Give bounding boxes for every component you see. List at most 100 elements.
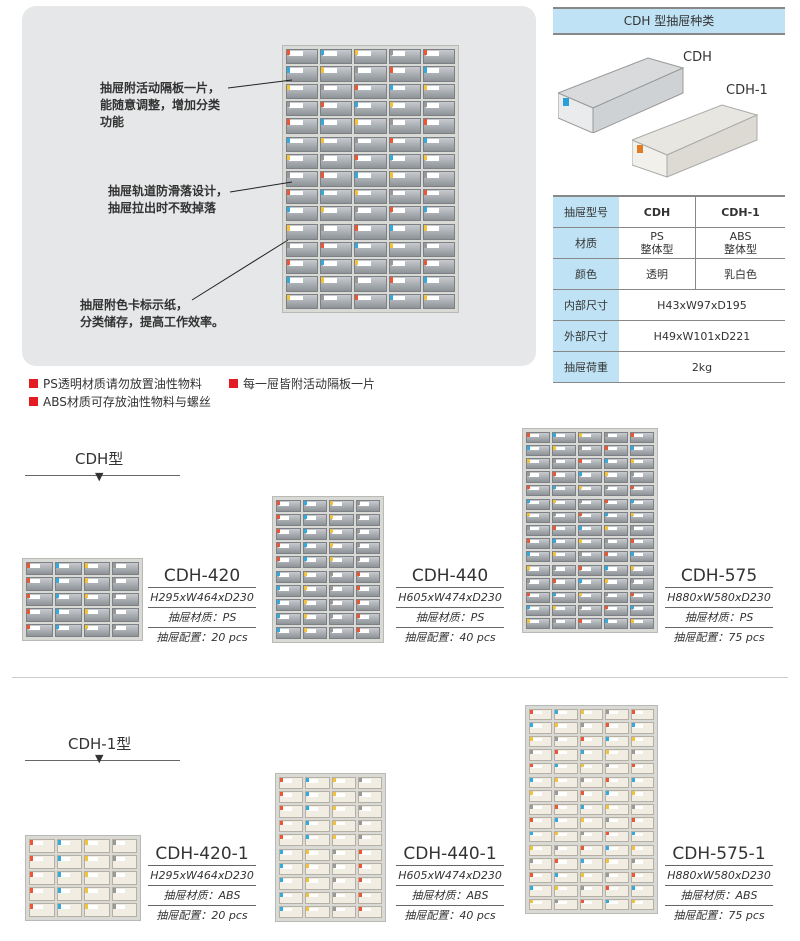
- drawer: [320, 100, 353, 117]
- drawer: [355, 613, 380, 625]
- spec-label: 外部尺寸: [553, 320, 619, 352]
- color-tag-icon: [530, 899, 533, 904]
- color-tag-icon: [631, 763, 635, 768]
- color-tag-icon: [553, 539, 556, 543]
- cabinet-section: [286, 136, 455, 222]
- drawer: [529, 722, 553, 734]
- series-underline: [25, 475, 180, 476]
- drawer: [630, 432, 654, 444]
- color-tag-icon: [287, 67, 290, 73]
- color-tag-icon: [631, 605, 634, 610]
- spec-value-cdh: CDH: [619, 196, 696, 228]
- product-label: CDH-420 H295xW464xD230 抽屉材质：PS 抽屉配置：20 p…: [148, 565, 256, 647]
- color-tag-icon: [321, 137, 325, 143]
- drawer: [354, 188, 387, 204]
- product-model: CDH-420-1: [148, 843, 256, 866]
- color-tag-icon: [332, 878, 336, 883]
- color-tag-icon: [606, 872, 610, 877]
- drawer: [286, 49, 319, 65]
- color-tag-icon: [303, 600, 307, 604]
- drawer: [630, 617, 654, 630]
- drawer: [630, 790, 654, 802]
- color-tag-icon: [530, 818, 533, 822]
- cabinet-image: [522, 428, 658, 633]
- drawer: [305, 905, 330, 918]
- color-tag-icon: [423, 260, 427, 266]
- color-tag-icon: [330, 600, 333, 604]
- drawer: [286, 100, 319, 117]
- drawer: [302, 514, 327, 526]
- cabinet-section: [286, 224, 455, 310]
- spec-label: 颜色: [553, 258, 619, 290]
- color-tag-icon: [280, 806, 283, 811]
- color-tag-icon: [605, 472, 608, 477]
- drawer: [529, 858, 553, 870]
- drawer: [305, 833, 330, 846]
- color-tag-icon: [84, 624, 88, 630]
- drawer: [355, 627, 380, 639]
- color-tag-icon: [356, 543, 360, 547]
- color-tag-icon: [555, 859, 559, 864]
- color-tag-icon: [330, 572, 333, 576]
- drawer: [552, 498, 576, 510]
- drawer: [529, 898, 553, 910]
- drawer: [54, 608, 82, 622]
- color-tag-icon: [287, 119, 290, 125]
- color-tag-icon: [555, 846, 559, 850]
- color-tag-icon: [355, 207, 359, 213]
- drawer: [355, 585, 380, 597]
- color-tag-icon: [277, 614, 280, 618]
- drawer: [526, 565, 550, 577]
- drawer: [29, 855, 55, 869]
- drawer: [357, 877, 382, 890]
- color-tag-icon: [580, 899, 584, 904]
- color-tag-icon: [530, 723, 533, 728]
- drawer: [320, 136, 353, 152]
- drawer: [354, 118, 387, 134]
- color-tag-icon: [631, 472, 634, 477]
- color-tag-icon: [389, 172, 393, 178]
- color-tag-icon: [527, 485, 530, 490]
- drawer: [302, 613, 327, 625]
- drawer: [422, 66, 455, 82]
- drawer: [354, 276, 387, 292]
- color-tag-icon: [579, 459, 582, 463]
- color-tag-icon: [606, 899, 610, 904]
- product-drawer-count: 抽屉配置：75 pcs: [673, 631, 765, 644]
- color-tag-icon: [355, 189, 359, 195]
- drawer: [355, 542, 380, 554]
- color-tag-icon: [579, 512, 582, 517]
- drawer: [331, 833, 356, 846]
- drawer: [302, 542, 327, 554]
- product-material: 抽屉材质：PS: [396, 608, 504, 628]
- drawer: [29, 871, 55, 885]
- drawer: [329, 585, 354, 597]
- color-tag-icon: [277, 501, 280, 505]
- color-tag-icon: [303, 628, 307, 632]
- color-tag-icon: [579, 552, 582, 556]
- drawer: [331, 791, 356, 804]
- color-tag-icon: [605, 618, 608, 623]
- color-tag-icon: [606, 736, 610, 741]
- drawer: [276, 500, 301, 512]
- drawer: [276, 599, 301, 611]
- color-tag-icon: [530, 750, 533, 754]
- color-tag-icon: [287, 137, 290, 143]
- drawer: [84, 887, 110, 901]
- color-tag-icon: [112, 888, 116, 893]
- drawer: [388, 83, 421, 99]
- color-tag-icon: [555, 763, 559, 768]
- color-tag-icon: [555, 831, 559, 836]
- drawer: [286, 224, 319, 240]
- drawer: [529, 830, 553, 842]
- color-tag-icon: [321, 172, 325, 178]
- color-tag-icon: [553, 433, 556, 437]
- product-label: CDH-575-1 H880xW580xD230 抽屉材质：ABS 抽屉配置：7…: [665, 843, 773, 925]
- drawer: [579, 749, 604, 761]
- drawer: [604, 604, 628, 616]
- cdh-drawer-image: [558, 57, 685, 133]
- drawer: [578, 604, 602, 616]
- drawer: [578, 578, 602, 590]
- drawer: [630, 858, 654, 870]
